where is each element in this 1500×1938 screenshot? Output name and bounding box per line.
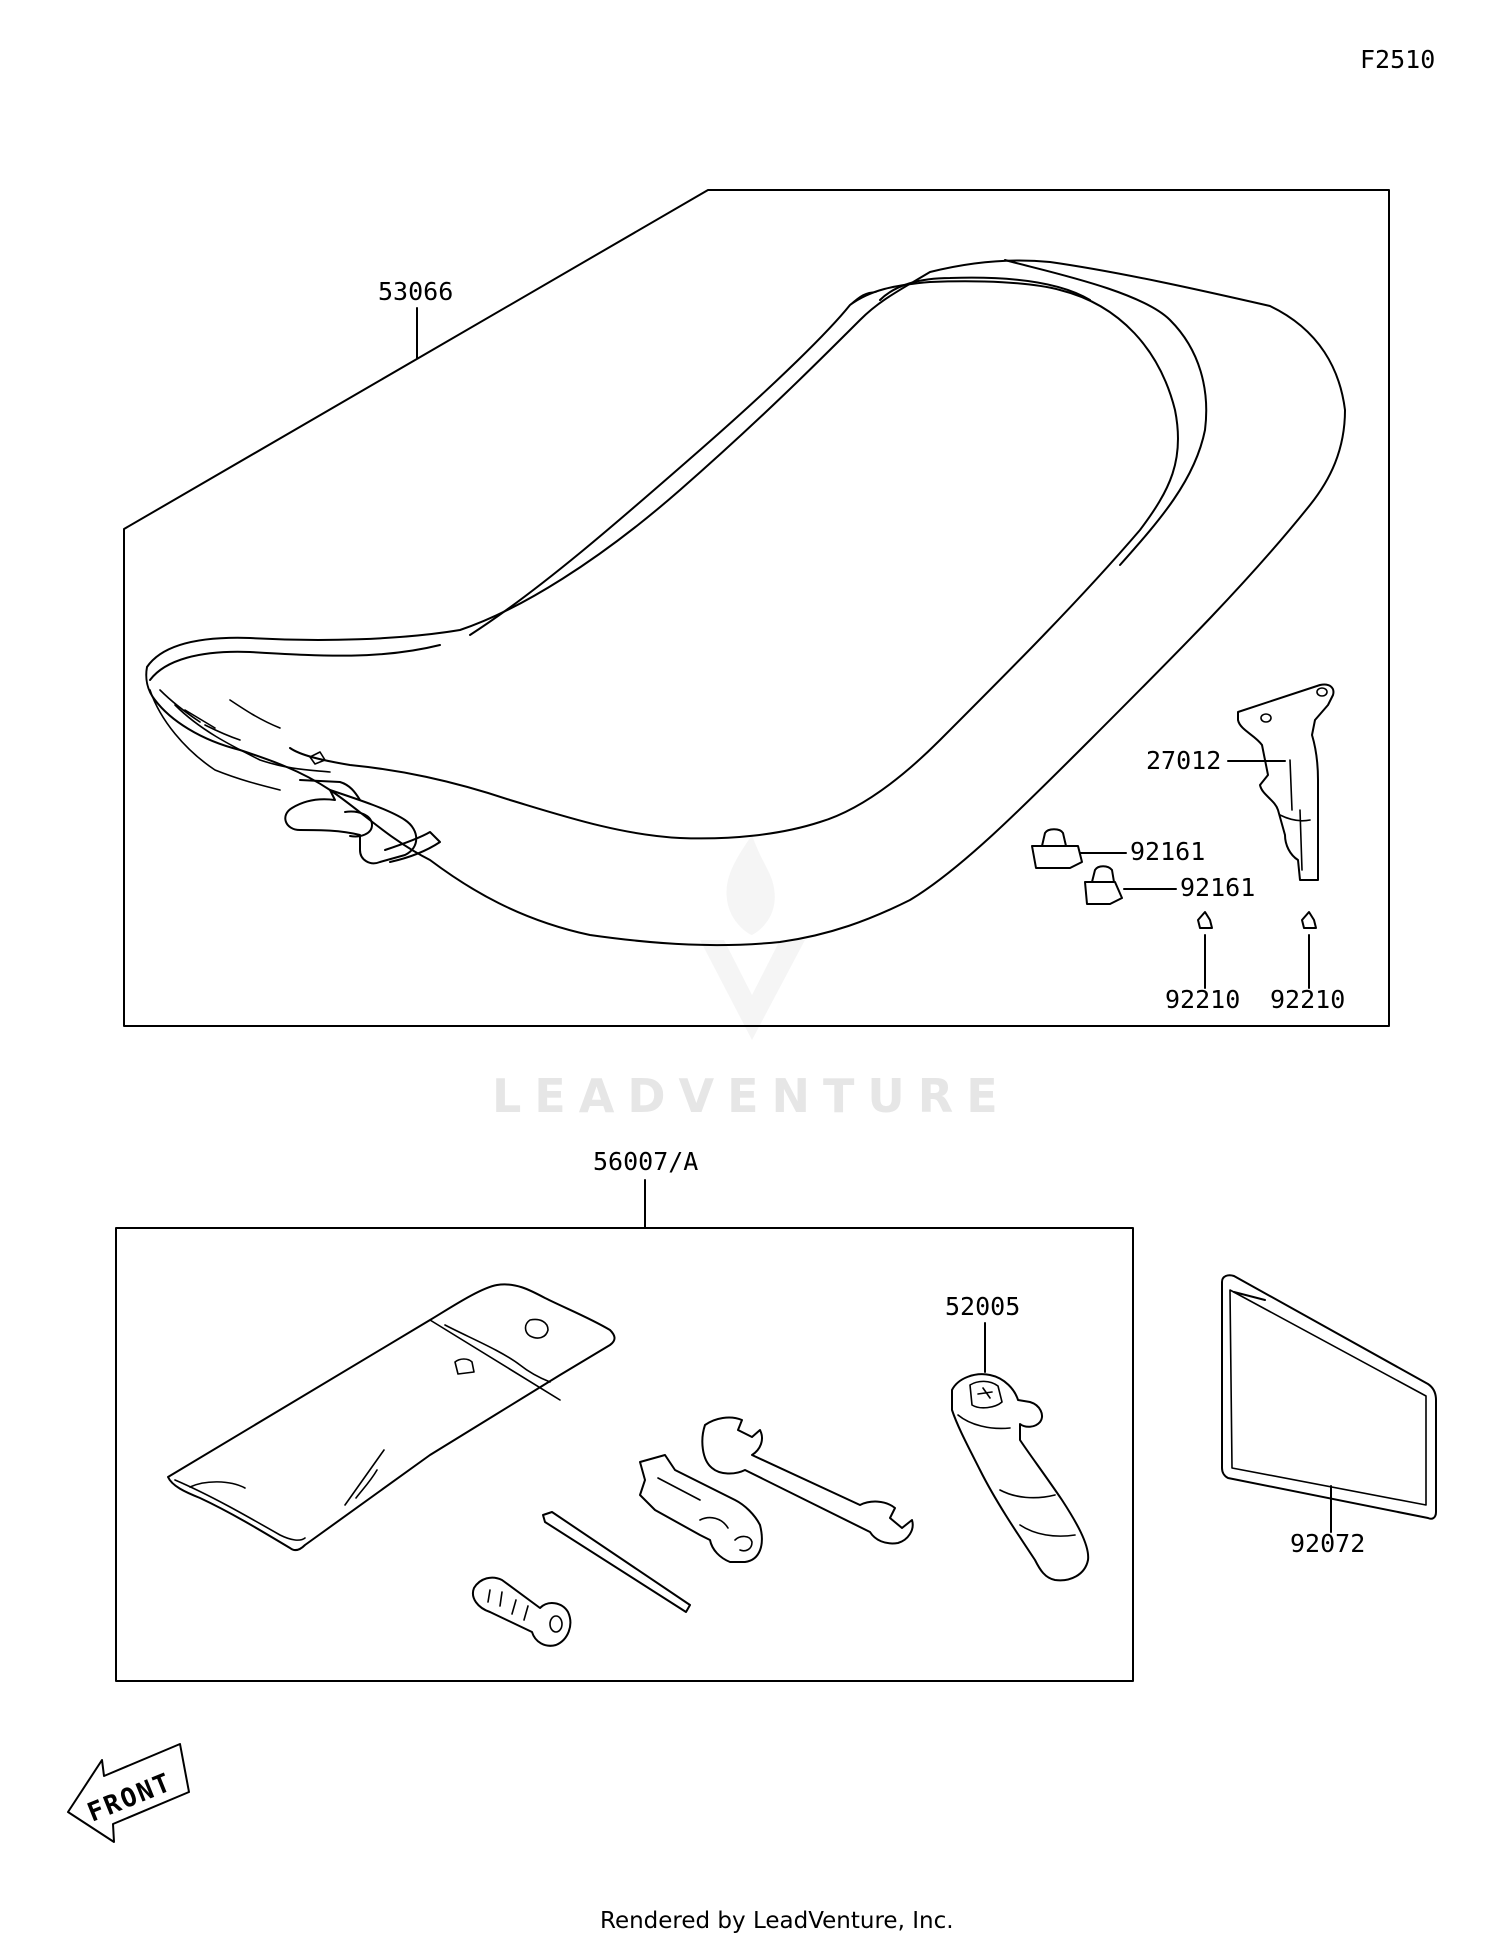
clip-part-2 xyxy=(1301,911,1317,989)
label-bracket[interactable]: 27012 xyxy=(1146,746,1221,775)
damper-part-2 xyxy=(1084,865,1123,905)
damper-part-1 xyxy=(1031,828,1083,869)
label-tool-kit[interactable]: 56007/A xyxy=(593,1147,698,1176)
front-arrow-label: FRONT xyxy=(83,1768,176,1829)
label-seat[interactable]: 53066 xyxy=(378,277,453,306)
label-damper-2[interactable]: 92161 xyxy=(1180,873,1255,902)
label-spark-plug-wrench[interactable]: 52005 xyxy=(945,1292,1020,1321)
label-clip-2[interactable]: 92210 xyxy=(1270,985,1345,1014)
figure-code: F2510 xyxy=(1360,45,1435,74)
box-wrench xyxy=(639,1454,763,1563)
label-clip-1[interactable]: 92210 xyxy=(1165,985,1240,1014)
watermark-text: LEADVENTURE xyxy=(492,1069,1011,1123)
tool-bag xyxy=(167,1283,616,1552)
seat-drawing xyxy=(145,259,1346,947)
screwdriver-shaft xyxy=(542,1511,691,1613)
tool-kit-frame xyxy=(115,1227,1134,1682)
bracket-part xyxy=(1237,683,1335,881)
label-manual-card[interactable]: 92072 xyxy=(1290,1529,1365,1558)
footer-credit: Rendered by LeadVenture, Inc. xyxy=(600,1908,954,1934)
open-end-wrench xyxy=(701,1416,914,1545)
screwdriver-handle xyxy=(472,1576,572,1647)
clip-part-1 xyxy=(1197,911,1213,989)
watermark-logo xyxy=(700,835,805,1040)
front-direction-arrow: FRONT xyxy=(67,1743,190,1843)
spark-plug-wrench xyxy=(951,1373,1090,1582)
label-damper-1[interactable]: 92161 xyxy=(1130,837,1205,866)
seat-assembly-frame xyxy=(123,189,1390,1027)
manual-card xyxy=(1221,1274,1437,1520)
